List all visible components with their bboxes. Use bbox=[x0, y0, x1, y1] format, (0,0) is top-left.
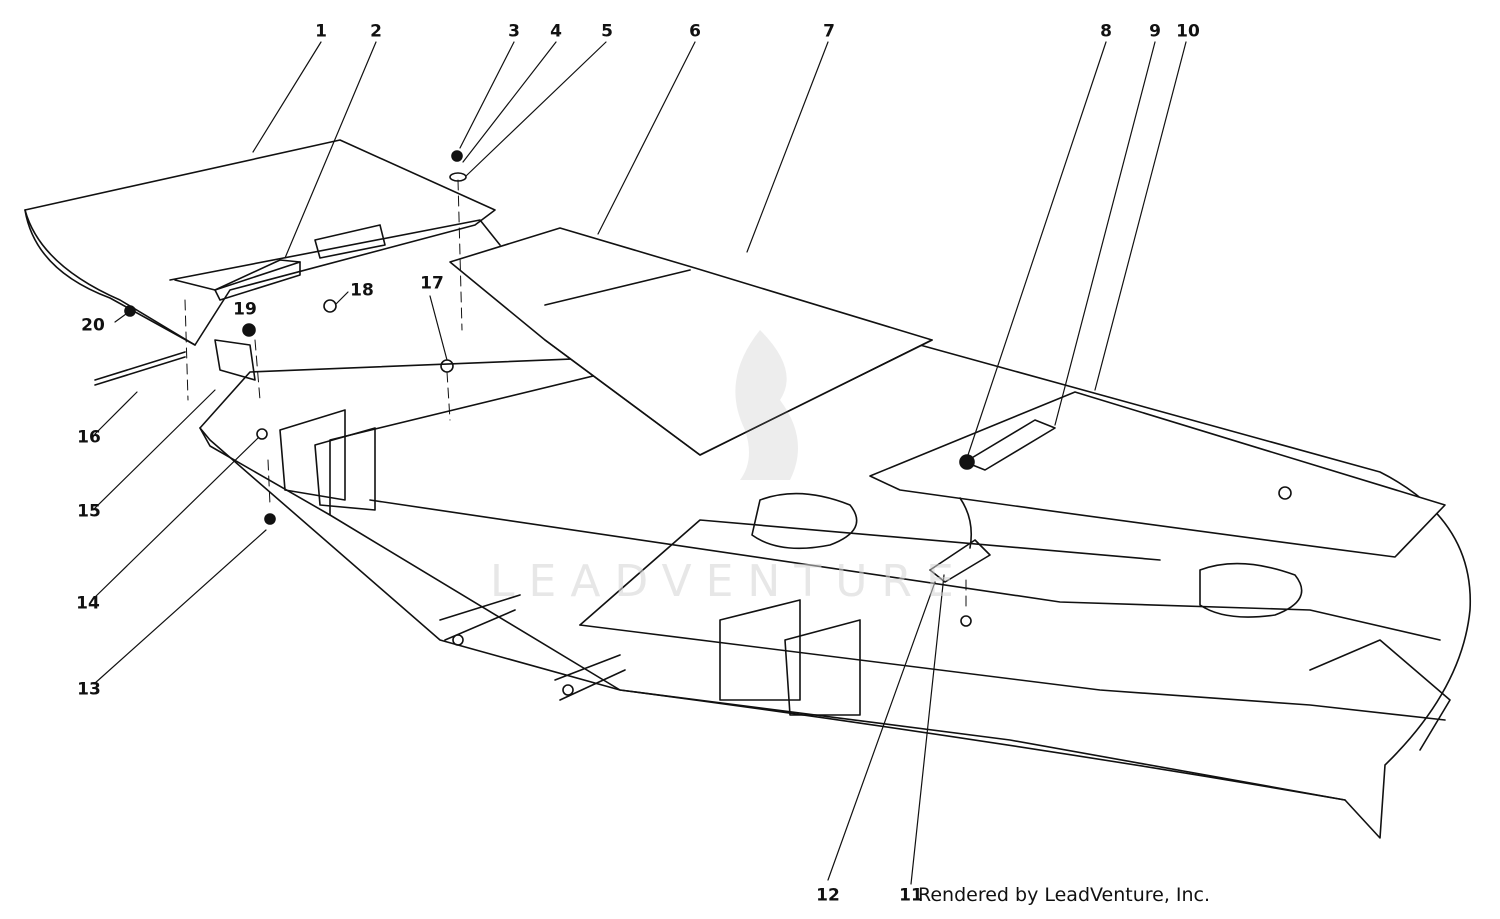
center-cover-plate bbox=[449, 227, 933, 456]
callout-3: 3 bbox=[508, 21, 520, 42]
callout-4: 4 bbox=[550, 21, 562, 42]
callout-12: 12 bbox=[816, 885, 840, 906]
callout-14: 14 bbox=[76, 593, 100, 614]
callout-9: 9 bbox=[1149, 21, 1161, 42]
callout-17: 17 bbox=[420, 273, 444, 294]
render-credit: Rendered by LeadVenture, Inc. bbox=[918, 884, 1211, 906]
callout-18: 18 bbox=[350, 280, 374, 301]
callout-10: 10 bbox=[1176, 21, 1200, 42]
front-cover-plate bbox=[24, 139, 501, 346]
leader-lines bbox=[91, 41, 1187, 885]
callout-6: 6 bbox=[689, 21, 701, 42]
watermark-logo bbox=[735, 330, 798, 480]
callout-19: 19 bbox=[233, 299, 257, 320]
hardware-bolts bbox=[94, 150, 991, 627]
callout-7: 7 bbox=[823, 21, 835, 42]
callout-15: 15 bbox=[77, 501, 101, 522]
callout-11: 11 bbox=[899, 885, 923, 906]
callout-16: 16 bbox=[77, 427, 101, 448]
callout-8: 8 bbox=[1100, 21, 1112, 42]
callout-5: 5 bbox=[601, 21, 613, 42]
alignment-lines bbox=[184, 179, 967, 613]
right-cover-plate bbox=[869, 391, 1446, 558]
callout-2: 2 bbox=[370, 21, 382, 42]
callout-13: 13 bbox=[77, 679, 101, 700]
callout-1: 1 bbox=[315, 21, 327, 42]
callout-20: 20 bbox=[81, 315, 105, 336]
watermark-text: LEADVENTURE bbox=[490, 556, 968, 607]
